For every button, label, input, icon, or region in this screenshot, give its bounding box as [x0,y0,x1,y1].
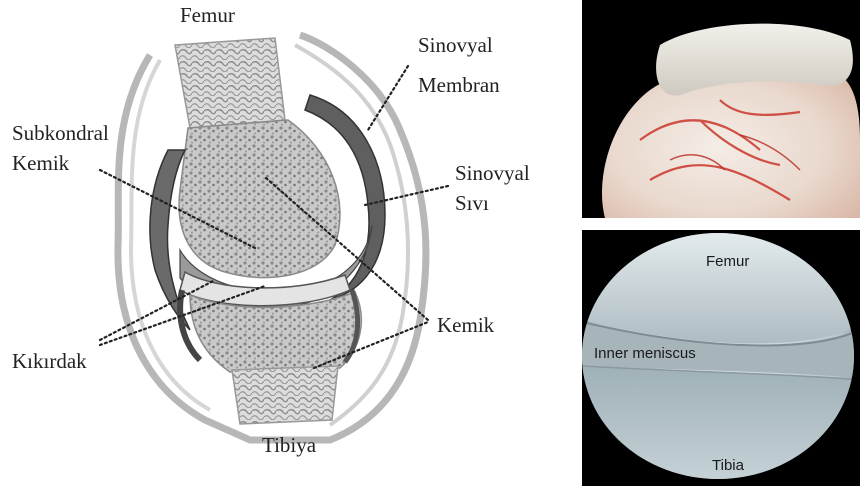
label-sinovyal-sivi-2: Sıvı [455,191,489,215]
femur-condyle [179,120,340,278]
arthroscopy-label-inner-meniscus: Inner meniscus [594,345,696,362]
femur-shaft [175,38,285,128]
knee-illustration [118,35,426,440]
arthroscopy-label-femur: Femur [706,253,749,270]
label-femur: Femur [180,3,235,27]
label-subkondral-2: Kemik [12,151,70,175]
label-subkondral-1: Subkondral [12,121,109,145]
cartilage-photo [582,0,860,218]
label-tibiya: Tibiya [262,433,317,457]
label-kikirdak: Kıkırdak [12,349,87,373]
label-kemik: Kemik [437,313,495,337]
tibia-shaft [232,366,338,424]
arthroscopy-photo: Femur Inner meniscus Tibia [582,230,860,486]
label-sinovyal-membran-1: Sinovyal [418,33,493,57]
label-sinovyal-membran-2: Membran [418,73,500,97]
arthroscopy-label-tibia: Tibia [712,457,745,474]
label-sinovyal-sivi-1: Sinovyal [455,161,530,185]
